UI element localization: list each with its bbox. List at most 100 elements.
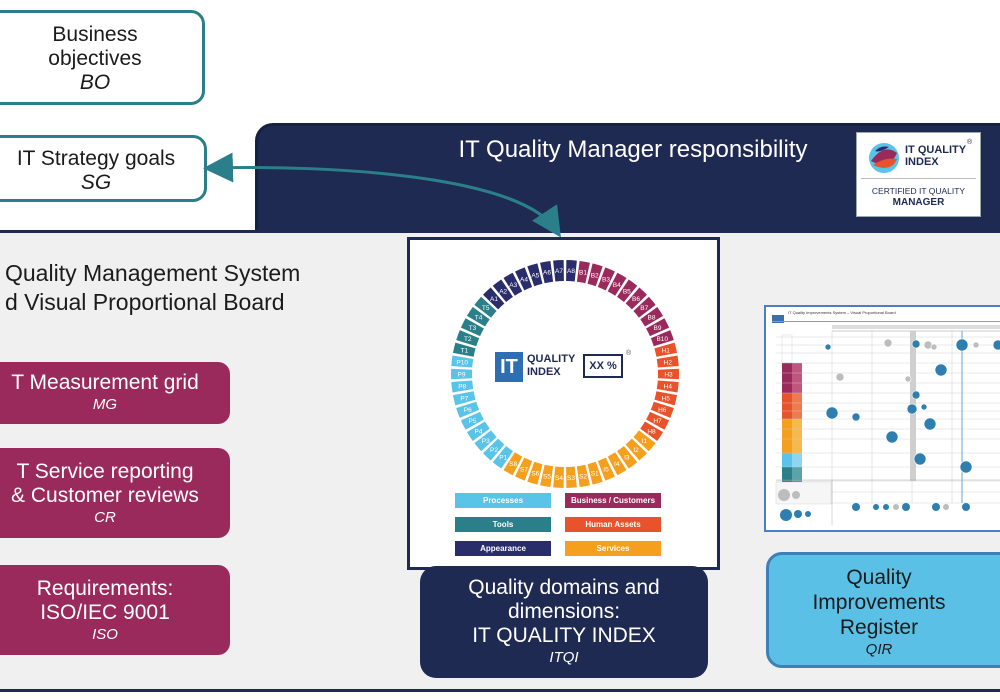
qir-line1: Quality [846, 566, 912, 589]
wheel-segment [540, 464, 554, 488]
wheel-segment-label: S6 [531, 471, 539, 478]
legend-item: Processes [455, 493, 551, 508]
wheel-segment [640, 421, 664, 441]
wheel-segment [646, 318, 670, 337]
qir-line3: Register [839, 616, 919, 639]
qms-title-line1: Quality Management System [5, 260, 301, 286]
requirements-box[interactable]: Requirements: ISO/IEC 9001 ISO [0, 565, 230, 655]
board-thumbnail[interactable]: IT Quality Improvements System – Visual … [764, 305, 1000, 532]
wheel-segment-label: A3 [509, 282, 517, 289]
wheel-segment [633, 296, 656, 318]
wheel-segment [527, 263, 543, 287]
wheel-segment-label: P2 [490, 447, 498, 454]
wheel-segment-label: H8 [647, 428, 656, 435]
requirements-title-line1: Requirements: [36, 577, 174, 600]
iqi-logo-line2: INDEX [527, 366, 561, 378]
service-reporting-box[interactable]: T Service reporting & Customer reviews C… [0, 448, 230, 538]
measurement-grid-abbr: MG [92, 396, 118, 413]
wheel-segment-label: S2 [579, 473, 587, 480]
wheel-segment [466, 307, 490, 327]
wheel-segment-label: P6 [464, 407, 472, 414]
wheel-segment-label: H4 [664, 384, 673, 391]
wheel-segment-label: S7 [520, 467, 528, 474]
wheel-segment [650, 330, 674, 347]
wheel-segment [483, 438, 505, 461]
service-reporting-title-line1: T Service reporting [16, 460, 194, 483]
wheel-segment [654, 342, 678, 357]
wheel-segment-label: P10 [456, 359, 468, 366]
wheel-segment-label: B7 [640, 305, 648, 312]
wheel-segment-label: H1 [662, 348, 671, 355]
wheel-segment [553, 466, 564, 488]
wheel-segment-label: T4 [475, 315, 483, 322]
qir-box[interactable]: Quality Improvements Register QIR [766, 552, 1000, 668]
iqi-logo-value: XX % [583, 354, 623, 378]
wheel-segment-label: A5 [531, 272, 539, 279]
wheel-segment-label: B2 [591, 272, 599, 279]
wheel-segment [587, 461, 603, 485]
wheel-segment [492, 445, 513, 469]
iqi-logo-it: IT [495, 352, 523, 382]
wheel-segment-label: A1 [490, 296, 498, 303]
wheel-segment-label: I1 [642, 438, 648, 445]
wheel-segment [617, 445, 638, 469]
wheel-segment [466, 421, 490, 441]
wheel-segment [451, 380, 474, 393]
quality-domains-line1: Quality domains and [468, 576, 660, 599]
wheel-segment [654, 391, 678, 406]
wheel-segment [492, 279, 513, 303]
wheel-segment-label: P8 [458, 384, 466, 391]
wheel-segment [503, 452, 523, 476]
wheel-segment-label: T3 [469, 325, 477, 332]
wheel-segment [503, 272, 523, 296]
wheel-segment-label: B3 [602, 276, 610, 283]
wheel-segment [474, 430, 497, 452]
wheel-segment-label: A6 [543, 270, 551, 277]
wheel-segment [452, 342, 476, 357]
board-thumbnail-title: IT Quality Improvements System – Visual … [788, 310, 896, 315]
wheel-segment-label: H2 [664, 359, 673, 366]
wheel-segment [597, 457, 615, 481]
wheel-segment [625, 287, 647, 310]
board-grid [772, 315, 1000, 525]
wheel-segment-label: H6 [658, 407, 667, 414]
measurement-grid-title: T Measurement grid [11, 371, 199, 394]
wheel-segment-label: I3 [624, 455, 630, 462]
quality-domains-box[interactable]: Quality domains and dimensions: IT QUALI… [420, 566, 708, 678]
badge-brand-line2: INDEX [905, 156, 939, 168]
wheel-segment-label: P4 [475, 428, 483, 435]
wheel-segment-label: A4 [520, 276, 528, 283]
wheel-segment [587, 263, 603, 287]
qir-line2: Improvements [812, 591, 946, 614]
wheel-segment-label: P1 [499, 455, 507, 462]
wheel-segment [515, 457, 533, 481]
wheel-segment-label: S3 [567, 475, 575, 482]
it-strategy-box[interactable]: IT Strategy goals SG [0, 135, 207, 202]
wheel-segment [527, 461, 543, 485]
legend-item: Business / Customers [565, 493, 661, 508]
measurement-grid-box[interactable]: T Measurement grid MG [0, 362, 230, 424]
service-reporting-abbr: CR [94, 509, 116, 526]
wheel-segment-label: I4 [614, 461, 620, 468]
requirements-title-line2: ISO/IEC 9001 [40, 601, 170, 624]
qir-abbr: QIR [865, 641, 893, 658]
wheel-segment-label: I2 [633, 447, 639, 454]
wheel-segment [474, 296, 497, 318]
badge-reg-mark: ® [967, 139, 973, 146]
wheel-segment-label: H7 [653, 418, 662, 425]
wheel-segment-label: A8 [567, 268, 575, 275]
wheel-segment-label: B6 [632, 296, 640, 303]
quality-domains-abbr: ITQI [549, 649, 579, 666]
wheel-segment-label: S8 [509, 461, 517, 468]
quality-domains-line3: IT QUALITY INDEX [472, 624, 656, 647]
service-reporting-title-line2: & Customer reviews [11, 484, 199, 507]
wheel-segment-label: P5 [469, 418, 477, 425]
business-objectives-box[interactable]: Business objectives BO [0, 10, 205, 105]
wheel-segment [650, 401, 674, 418]
wheel-segment [483, 287, 505, 310]
wheel-segment [456, 330, 480, 347]
wheel-segment-label: A2 [499, 288, 507, 295]
